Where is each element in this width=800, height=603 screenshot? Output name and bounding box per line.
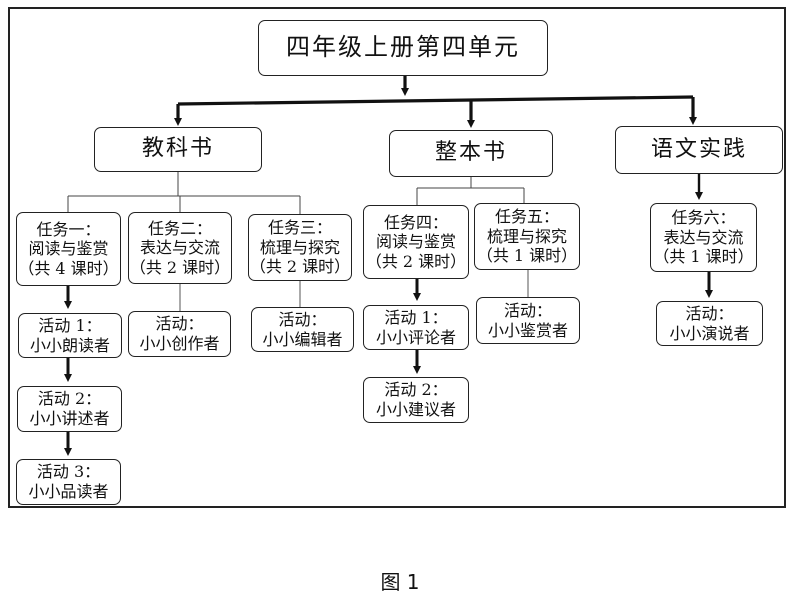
activity-task2-line1: 活动： [155, 314, 204, 334]
activity-4-2-line2: 小小建议者 [375, 400, 456, 419]
task-six-line1: 任务六： [671, 208, 736, 228]
root-node: 四年级上册第四单元 [258, 20, 548, 76]
task-six: 任务六： 表达与交流 （共 1 课时） [650, 203, 757, 272]
task-four: 任务四： 阅读与鉴赏 （共 2 课时） [363, 205, 469, 279]
task-five: 任务五： 梳理与探究 （共 1 课时） [474, 203, 580, 270]
activity-task6-line2: 小小演说者 [669, 323, 750, 343]
task-two-line2: 表达与交流 [139, 238, 220, 258]
activity-task3: 活动： 小小编辑者 [251, 307, 354, 352]
task-three-line2: 梳理与探究 [259, 237, 340, 257]
task-three-line1: 任务三： [267, 218, 332, 238]
activity-1-2-line2: 小小讲述者 [29, 409, 110, 428]
category-textbook: 教科书 [94, 127, 262, 172]
activity-task2-line2: 小小创作者 [139, 334, 220, 353]
task-six-line3: （共 1 课时） [653, 247, 754, 267]
activity-task5-line2: 小小鉴赏者 [487, 320, 568, 340]
task-one-line2: 阅读与鉴赏 [28, 239, 109, 259]
task-two-line1: 任务二： [147, 218, 212, 238]
root-title: 四年级上册第四单元 [286, 33, 520, 62]
category-whole-book: 整本书 [389, 130, 553, 177]
task-one: 任务一： 阅读与鉴赏 （共 4 课时） [16, 212, 121, 286]
task-one-line1: 任务一： [36, 219, 101, 239]
activity-1-1-line1: 活动 1： [38, 315, 102, 335]
activity-task2: 活动： 小小创作者 [128, 311, 231, 357]
activity-1-3-line1: 活动 3： [36, 462, 101, 482]
activity-4-2-line1: 活动 2： [384, 380, 448, 400]
task-five-line3: （共 1 课时） [476, 246, 578, 266]
activity-task5-line1: 活动： [503, 300, 552, 320]
activity-1-1-line2: 小小朗读者 [29, 335, 110, 355]
activity-task6: 活动： 小小演说者 [656, 301, 763, 346]
activity-4-1-line1: 活动 1： [384, 307, 448, 327]
activity-task5: 活动： 小小鉴赏者 [476, 297, 580, 344]
activity-1-2-line1: 活动 2： [37, 389, 102, 409]
task-two-line3: （共 2 课时） [129, 257, 231, 277]
activity-1-1: 活动 1： 小小朗读者 [18, 313, 122, 358]
category-practice: 语文实践 [615, 126, 783, 174]
task-three: 任务三： 梳理与探究 （共 2 课时） [248, 214, 352, 281]
activity-task3-line1: 活动： [278, 309, 327, 329]
task-five-line1: 任务五： [494, 207, 559, 227]
task-four-line2: 阅读与鉴赏 [375, 232, 456, 252]
task-two: 任务二： 表达与交流 （共 2 课时） [128, 212, 232, 284]
activity-1-3: 活动 3： 小小品读者 [16, 459, 121, 505]
task-one-line3: （共 4 课时） [18, 258, 119, 278]
figure-caption: 图 1 [380, 570, 420, 594]
task-four-line1: 任务四： [383, 212, 448, 232]
activity-1-3-line2: 小小品读者 [28, 482, 109, 501]
activity-1-2: 活动 2： 小小讲述者 [17, 386, 122, 432]
activity-task6-line1: 活动： [685, 303, 734, 323]
activity-4-2: 活动 2： 小小建议者 [363, 377, 469, 423]
activity-4-1-line2: 小小评论者 [375, 327, 456, 347]
task-five-line2: 梳理与探究 [486, 226, 567, 246]
task-three-line3: （共 2 课时） [249, 257, 351, 277]
category-practice-label: 语文实践 [650, 136, 747, 162]
category-whole-book-label: 整本书 [434, 140, 507, 166]
category-textbook-label: 教科书 [141, 136, 214, 162]
activity-task3-line2: 小小编辑者 [262, 329, 343, 349]
activity-4-1: 活动 1： 小小评论者 [363, 305, 469, 350]
task-six-line2: 表达与交流 [663, 227, 744, 247]
task-four-line3: （共 2 课时） [365, 251, 467, 271]
